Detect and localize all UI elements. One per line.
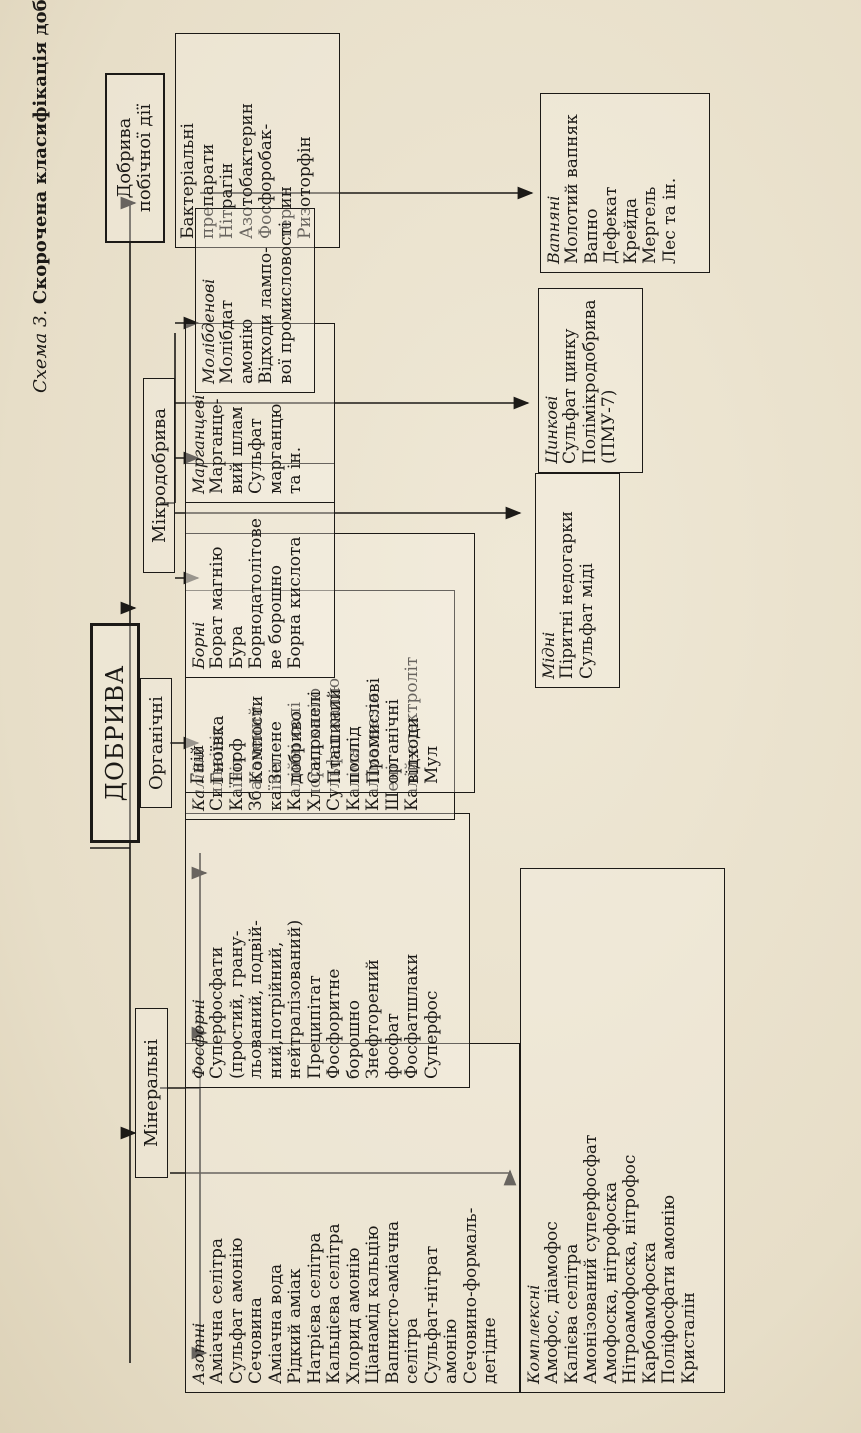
- phosphorus-item: Суперфос: [421, 990, 442, 1079]
- nitrogen-item: амонію: [441, 1318, 461, 1384]
- organic-item: Промислові: [363, 677, 384, 784]
- nitrogen-title: Азотні: [189, 1322, 208, 1384]
- group-micro: Мікродобрива: [143, 378, 175, 573]
- group-mineral: Мінеральні: [135, 1008, 168, 1178]
- phosphorus-item: Фосфатшлаки: [402, 953, 422, 1079]
- nitrogen-item: Вапнисто-аміачна: [382, 1220, 403, 1384]
- molybdenum-title: Молібденові: [199, 278, 218, 384]
- organic-item: відходи: [402, 716, 423, 784]
- complex-title: Комплексні: [524, 1284, 543, 1384]
- complex-item: Кристалін: [678, 1292, 699, 1384]
- nitrogen-item: Аміачна вода: [265, 1263, 286, 1384]
- lime-item: Дефекат: [601, 186, 621, 264]
- complex-item: Амонізований суперфосфат: [581, 1134, 601, 1384]
- nitrogen-item: Ціанамід кальцію: [363, 1225, 383, 1384]
- phosphorus-item: (простий, грану-: [226, 930, 247, 1079]
- nitrogen-item: Рідкий аміак: [285, 1268, 305, 1384]
- zinc-item: Полімікродобрива: [579, 299, 600, 464]
- group-organic: Органічні: [140, 678, 172, 808]
- phosphorus-item: Знефторений: [363, 959, 383, 1079]
- nitrogen-item: Кальцієва селітра: [324, 1223, 344, 1384]
- zinc-title: Цинкові: [542, 395, 561, 464]
- nitrogen-item: Натрієва селітра: [304, 1232, 325, 1384]
- nitrogen-item: Хлорид амонію: [343, 1247, 364, 1384]
- copper-item: Сульфат міді: [576, 563, 597, 679]
- nitrogen-item: Сульфат-нітрат: [421, 1245, 442, 1384]
- lime-item: Лес та ін.: [659, 177, 680, 264]
- box-phosphorus: Фосфорні Суперфосфати(простий, грану-льо…: [185, 813, 470, 1088]
- copper-item: Піритні недогарки: [557, 510, 577, 679]
- group-side-effect: Добрива побічної дії: [105, 73, 165, 243]
- zinc-item: Сульфат цинку: [560, 328, 580, 464]
- lime-item: Молотий вапняк: [562, 114, 582, 264]
- lime-title: Вапняні: [544, 195, 563, 264]
- lime-item: Крейда: [620, 197, 641, 264]
- complex-item: Калієва селітра: [561, 1243, 582, 1384]
- zinc-item: (ПМУ-7): [599, 389, 619, 464]
- molybdenum-item: Молібдат: [217, 299, 237, 384]
- phosphorus-item: борошно: [343, 1000, 364, 1079]
- molybdenum-item: амонію: [236, 318, 257, 384]
- schema-title: Схема 3. Скорочена класифікація добрив: [30, 0, 51, 393]
- phosphorus-item: нейтралізований): [285, 919, 305, 1079]
- phosphorus-item: льований, подвій-: [246, 920, 266, 1079]
- lime-item: Вапно: [581, 208, 602, 264]
- root-fertilizers: ДОБРИВА: [90, 623, 140, 843]
- organic-item: органічні: [383, 699, 403, 784]
- complex-item: Амофос, діамофос: [542, 1221, 562, 1384]
- phosphorus-item: Фосфоритне: [324, 968, 344, 1079]
- phosphorus-item: Суперфосфати: [207, 946, 227, 1079]
- complex-item: Амофоска, нітрофоска: [600, 1181, 621, 1384]
- organic-item: Мул: [422, 745, 442, 784]
- phosphorus-item: ний,потрійний,: [265, 941, 286, 1079]
- nitrogen-item: дегідне: [480, 1317, 500, 1384]
- schema-title-text: Скорочена класифікація добрив: [30, 0, 51, 305]
- nitrogen-item: Аміачна селітра: [207, 1237, 227, 1384]
- phosphorus-items-list: Суперфосфати(простий, грану-льований, по…: [207, 822, 442, 1079]
- nitrogen-item: Сечовино-формаль-: [460, 1207, 481, 1384]
- organic-item: послід: [344, 726, 364, 784]
- phosphorus-item: фосфат: [382, 1013, 403, 1079]
- copper-title: Мідні: [539, 631, 558, 679]
- phosphorus-title: Фосфорні: [189, 999, 208, 1079]
- phosphorus-item: Преципітат: [304, 975, 325, 1079]
- complex-item: Нітроамофоска, нітрофос: [620, 1154, 640, 1384]
- schema-number: Схема 3.: [30, 309, 51, 393]
- molybdenum-item: вої промисловості: [275, 221, 296, 384]
- complex-item: Карбоамофоска: [639, 1241, 660, 1384]
- nitrogen-item: Сечовина: [246, 1297, 266, 1384]
- nitrogen-item: селітра: [402, 1317, 422, 1384]
- nitrogen-item: Сульфат амонію: [226, 1237, 247, 1384]
- molybdenum-item: Відходи лампо-: [256, 247, 276, 384]
- complex-item: Поліфосфати амонію: [659, 1194, 679, 1384]
- lime-item: Мергель: [640, 186, 660, 264]
